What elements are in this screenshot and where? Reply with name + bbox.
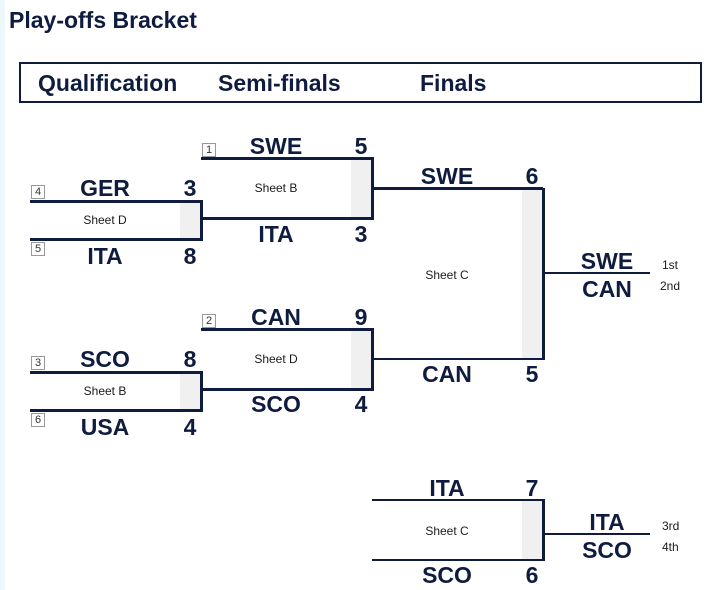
team-name: CAN	[251, 304, 301, 330]
bracket-line	[372, 499, 544, 501]
bracket-connector	[542, 272, 650, 274]
team-name: ITA	[258, 221, 294, 247]
team-score: 7	[525, 475, 539, 501]
header-qualification: Qualification	[38, 70, 178, 96]
team-name: CAN	[422, 361, 472, 387]
team-score: 5	[354, 133, 368, 159]
sheet-label: Sheet B	[83, 384, 127, 398]
fourth-place-team: SCO	[582, 537, 632, 563]
bracket-line	[372, 559, 544, 561]
page-title: Play-offs Bracket	[9, 7, 197, 33]
left-edge-strip	[0, 0, 5, 590]
bracket-line	[372, 358, 544, 360]
sheet-label: Sheet C	[425, 524, 469, 538]
seed-badge: 5	[31, 242, 45, 256]
place-label: 2nd	[660, 279, 681, 293]
seed-badge: 1	[202, 143, 216, 157]
winner-team: SWE	[580, 248, 634, 274]
team-score: 9	[354, 304, 368, 330]
bracket-line	[201, 157, 373, 160]
runner-up-team: CAN	[582, 276, 632, 302]
team-score: 8	[183, 243, 197, 269]
sheet-label: Sheet D	[83, 213, 127, 227]
team-score: 4	[354, 391, 368, 417]
bracket-line	[201, 217, 373, 220]
header-semifinals: Semi-finals	[218, 70, 341, 96]
team-score: 3	[183, 175, 197, 201]
sheet-label: Sheet B	[254, 181, 298, 195]
header-finals: Finals	[420, 70, 487, 96]
team-name: SWE	[249, 133, 303, 159]
team-name: ITA	[87, 243, 123, 269]
seed-badge: 4	[31, 185, 45, 199]
round-header-bar	[19, 62, 702, 103]
team-score: 5	[525, 361, 539, 387]
seed-badge: 6	[31, 413, 45, 427]
team-name: USA	[80, 414, 130, 440]
bracket-line	[30, 200, 202, 203]
place-label: 4th	[662, 540, 679, 554]
team-score: 8	[183, 346, 197, 372]
team-name: SCO	[80, 346, 130, 372]
seed-badge: 2	[202, 314, 216, 328]
bracket-line	[372, 188, 544, 190]
team-score: 3	[354, 221, 368, 247]
bracket-line	[200, 200, 203, 241]
team-name: ITA	[429, 475, 465, 501]
team-score: 4	[183, 414, 197, 440]
sheet-label: Sheet C	[425, 268, 469, 282]
bracket-connector	[542, 533, 650, 535]
bracket-line	[30, 409, 202, 412]
team-name: SCO	[422, 562, 472, 588]
bracket-line	[201, 328, 373, 331]
bracket-line	[30, 371, 202, 374]
team-score: 6	[525, 163, 539, 189]
seed-badge: 3	[31, 356, 45, 370]
place-label: 3rd	[662, 519, 680, 533]
bracket-line	[200, 371, 203, 412]
team-name: SCO	[251, 391, 301, 417]
bracket-line	[542, 499, 545, 561]
bracket-line	[201, 388, 373, 391]
place-label: 1st	[662, 258, 679, 272]
team-name: GER	[80, 175, 130, 201]
bracket-line	[30, 238, 202, 241]
team-score: 6	[525, 562, 539, 588]
sheet-label: Sheet D	[254, 352, 298, 366]
team-name: SWE	[420, 163, 474, 189]
bracket-line	[542, 188, 545, 360]
third-place-team: ITA	[589, 509, 625, 535]
